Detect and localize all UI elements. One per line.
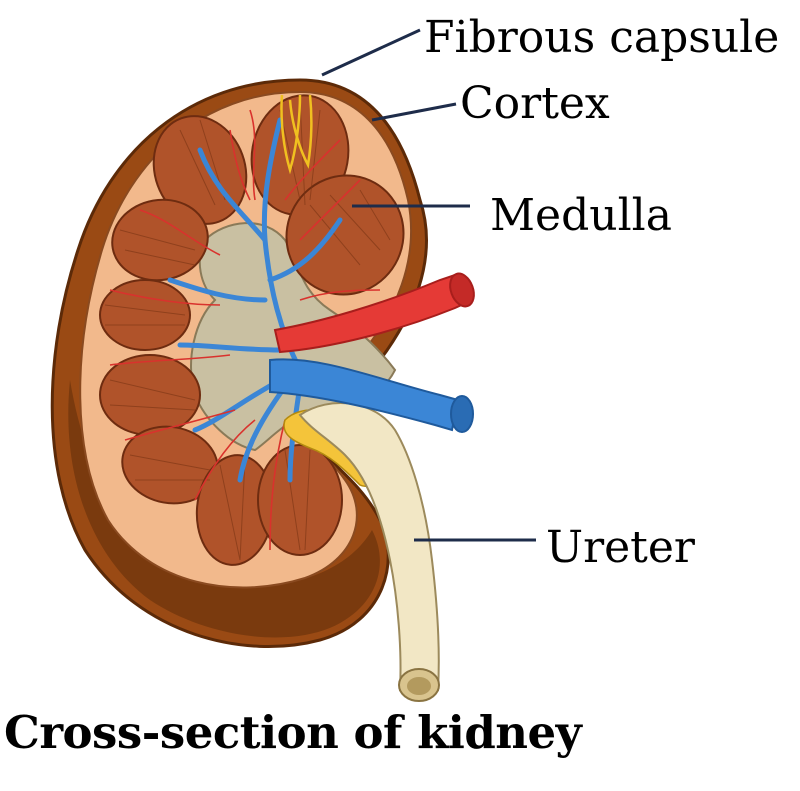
- renal-artery-branches: [109, 109, 381, 551]
- label-fibrous-capsule: Fibrous capsule: [424, 12, 779, 63]
- renal-vein-opening: [450, 395, 474, 433]
- diagram-title: Cross-section of kidney: [4, 706, 582, 759]
- leader-lines: [321, 28, 536, 542]
- pyramid-9: [257, 444, 343, 556]
- label-medulla: Medulla: [490, 190, 672, 241]
- label-cortex: Cortex: [460, 78, 610, 129]
- leader-fibrous-capsule: [321, 28, 421, 77]
- renal-artery-opening: [449, 272, 475, 308]
- medullary-pyramids: [99, 94, 405, 566]
- pyramid-striations: [104, 99, 391, 561]
- pyramid-5: [99, 279, 191, 351]
- nephron-loop: [280, 94, 313, 175]
- pyramid-4: [111, 198, 209, 282]
- label-ureter: Ureter: [546, 522, 696, 573]
- ureter-lumen: [407, 677, 431, 695]
- pyramid-2: [152, 115, 248, 225]
- leader-cortex: [371, 102, 457, 122]
- capsule-rim-shadow: [68, 380, 380, 638]
